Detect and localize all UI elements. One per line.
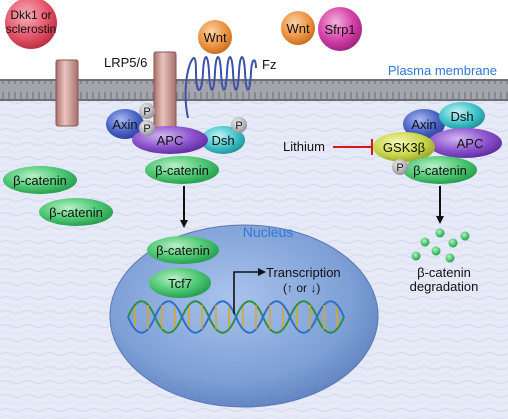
transcription-label: Transcription [266, 265, 341, 280]
plasma-membrane [0, 79, 508, 101]
svg-text:Tcf7: Tcf7 [168, 276, 192, 291]
axin-left: Axin [106, 109, 144, 139]
beta-catenin-complex-right: β-catenin [403, 156, 477, 184]
svg-text:P: P [396, 162, 403, 174]
svg-text:Wnt: Wnt [203, 30, 227, 45]
svg-text:sclerostin: sclerostin [6, 22, 57, 36]
phospho-left-1: P [139, 103, 155, 119]
tcf7: Tcf7 [149, 268, 211, 298]
degradation-label-line2: degradation [410, 279, 479, 294]
beta-catenin-complex-left: β-catenin [145, 156, 219, 184]
degradation-fragments [411, 228, 470, 263]
apc-right: APC [428, 128, 502, 158]
svg-text:P: P [235, 120, 242, 132]
wnt-ligand-bound: Wnt [198, 20, 232, 54]
svg-text:APC: APC [157, 133, 184, 148]
svg-text:β-catenin: β-catenin [49, 205, 103, 220]
svg-text:β-catenin: β-catenin [13, 173, 67, 188]
svg-text:Wnt: Wnt [286, 21, 310, 36]
svg-text:Axin: Axin [112, 117, 137, 132]
lithium-label: Lithium [283, 139, 325, 154]
axin-right: Axin [403, 109, 445, 139]
svg-text:β-catenin: β-catenin [413, 163, 467, 178]
dsh-left: Dsh [201, 126, 245, 154]
fz-label: Fz [262, 57, 276, 72]
dkk1-sclerostin: Dkk1 or sclerostin [5, 0, 57, 49]
svg-text:APC: APC [457, 136, 484, 151]
phospho-left-2: P [139, 120, 155, 136]
svg-text:Dsh: Dsh [211, 133, 234, 148]
lrp56-label: LRP5/6 [104, 55, 147, 70]
dkk1-receptor [55, 59, 79, 127]
phospho-right: P [392, 159, 408, 175]
beta-catenin-nucleus: β-catenin [147, 236, 219, 264]
plasma-membrane-label: Plasma membrane [388, 63, 497, 78]
beta-catenin-cytoplasm-2: β-catenin [39, 198, 113, 226]
gsk3b: GSK3β [373, 132, 435, 162]
sfrp1: Sfrp1 [318, 7, 362, 51]
dna-helix [127, 300, 345, 334]
nucleus-label: Nucleus [243, 224, 294, 240]
svg-text:Sfrp1: Sfrp1 [324, 22, 355, 37]
wnt-ligand-free: Wnt [281, 11, 315, 45]
svg-text:β-catenin: β-catenin [155, 163, 209, 178]
phospho-dsh: P [231, 117, 247, 133]
transcription-arrow [233, 268, 266, 314]
beta-catenin-cytoplasm-1: β-catenin [3, 166, 77, 194]
svg-text:Dkk1 or: Dkk1 or [10, 8, 51, 22]
lithium-inhibition [333, 139, 373, 155]
transcription-modifier: (↑ or ↓) [283, 281, 320, 295]
dsh-right: Dsh [439, 102, 485, 130]
svg-text:P: P [143, 106, 150, 118]
svg-text:Axin: Axin [411, 117, 436, 132]
svg-text:Dsh: Dsh [450, 109, 473, 124]
degradation-label-line1: β-catenin [417, 265, 471, 280]
svg-text:β-catenin: β-catenin [156, 243, 210, 258]
lrp56-receptor [153, 51, 177, 131]
svg-text:GSK3β: GSK3β [383, 140, 425, 155]
frizzled-receptor [184, 56, 257, 119]
svg-text:P: P [143, 123, 150, 135]
